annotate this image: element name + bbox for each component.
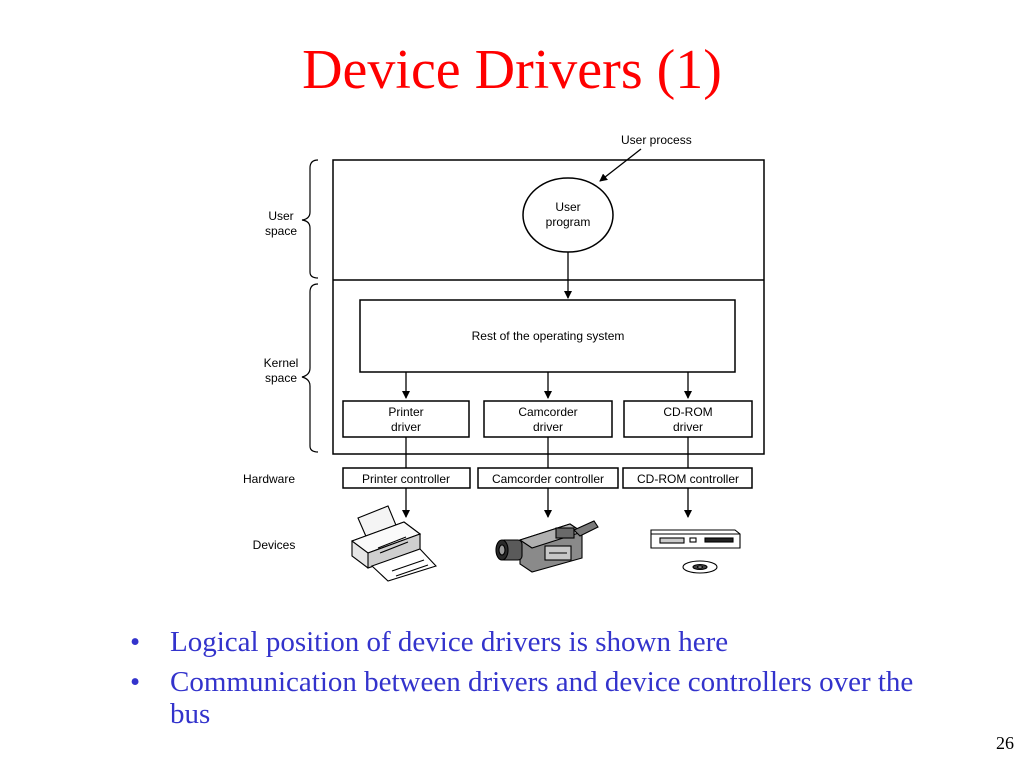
camcorder-driver-label-1: Camcorder [518,405,577,419]
camcorder-controller-label: Camcorder controller [492,472,604,486]
bullet-dot-icon: • [130,626,141,658]
cdrom-drive-icon [650,529,741,574]
bullet-text-1: Logical position of device drivers is sh… [170,626,729,658]
user-program-label-1: User [555,200,580,214]
bullet-list: • Logical position of device drivers is s… [130,626,950,738]
rest-of-os-label: Rest of the operating system [472,329,625,343]
cdrom-driver-label-2: driver [673,420,703,434]
printer-controller-label: Printer controller [362,472,450,486]
printer-driver-label-2: driver [391,420,421,434]
printer-icon [350,505,438,582]
bullet-item-1: • Logical position of device drivers is s… [130,626,950,658]
cdrom-driver-label-1: CD-ROM [663,405,712,419]
page-number: 26 [996,733,1014,753]
bullet-item-2: • Communication between drivers and devic… [130,666,950,730]
camcorder-driver-box [483,400,613,438]
user-space-brace [301,159,319,279]
printer-driver-label-1: Printer [388,405,423,419]
user-process-arrow [599,148,642,182]
user-program-label-2: program [546,215,591,229]
slide-title: Device Drivers (1) [302,39,722,101]
bullet-text-2: Communication between drivers and device… [170,666,914,730]
hardware-label: Hardware [243,472,295,486]
bullet-dot-icon: • [130,666,141,698]
cdrom-controller-label: CD-ROM controller [637,472,739,486]
kernel-space-label-1: Kernel [264,356,299,370]
device-driver-diagram: User process User program Rest of the op… [243,133,765,582]
cdrom-driver-box [623,400,753,438]
kernel-space-label-2: space [265,371,297,385]
user-process-label: User process [621,133,692,147]
camcorder-driver-label-2: driver [533,420,563,434]
devices-label: Devices [253,538,296,552]
printer-driver-box [342,400,470,438]
user-space-label-1: User [268,209,293,223]
kernel-space-brace [301,283,319,453]
user-space-label-2: space [265,224,297,238]
camcorder-icon [495,520,599,573]
